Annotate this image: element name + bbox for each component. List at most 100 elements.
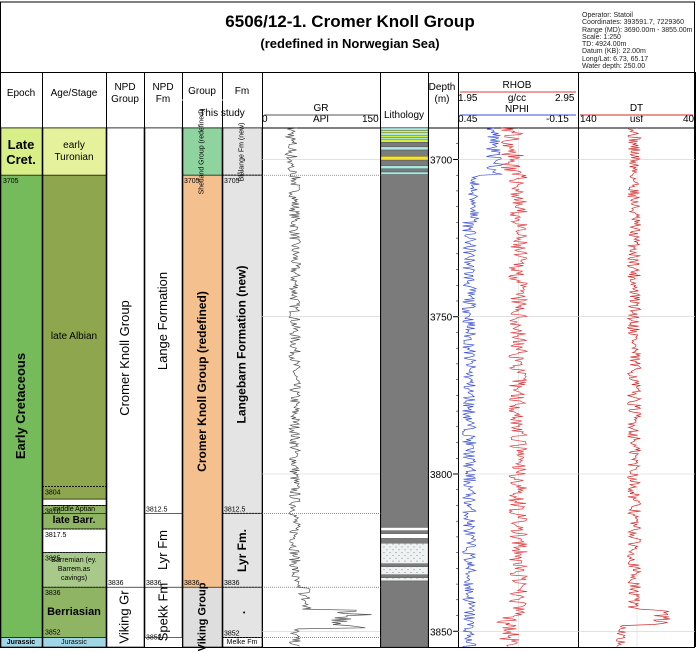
study-fm-label-text: Melke Fm (226, 638, 258, 646)
lithology-dot (416, 566, 418, 568)
lithology-dot (404, 543, 406, 545)
lithology-dot (392, 571, 394, 573)
gr-log-name: GR (313, 103, 329, 114)
gr-curve (284, 127, 372, 647)
lithology-dot (404, 566, 406, 568)
rhob-log-name: RHOB (502, 80, 532, 91)
lithology-dot (392, 560, 394, 562)
study-fm-label-text: . (234, 610, 249, 615)
age-label-text: Barremian (ey. Barrem.as cavings) (51, 557, 97, 583)
age-label-text: late Barr. (52, 515, 96, 527)
lithology-dot (392, 566, 394, 568)
lithology-dot (398, 566, 400, 568)
study-group-label: Cromer Knoll Group (redefined) (182, 175, 222, 587)
lithology-dot (416, 543, 418, 545)
nphi-log-name: NPHI (505, 104, 529, 115)
study-fm-depth-label: 3705 (224, 178, 240, 185)
age-depth-label: 3810 (45, 508, 61, 515)
header-age: Age/Stage (50, 88, 98, 99)
lithology-dot (410, 543, 412, 545)
epoch-label-text: Jurassic (6, 638, 36, 646)
header-this-study: This study (199, 108, 245, 119)
depth-tick-label: 3800 (430, 470, 453, 481)
rhob-log-unit: g/cc (507, 93, 527, 104)
panel-subtitle: (redefined in Norwegian Sea) (260, 36, 440, 51)
lithology-dot (407, 546, 409, 548)
npd-fm-label-text: Lange Formation (155, 271, 170, 370)
age-interval (42, 127, 107, 176)
lithology-dot (401, 557, 403, 559)
meta-line: Water depth: 250.00 (582, 63, 646, 71)
meta-line: Range (MD): 3690.00m - 3855.00m (582, 26, 693, 34)
npd-fm-label-text: Spekk Fm (155, 583, 171, 642)
age-label-text: late Albian (50, 331, 98, 343)
age-depth-label: 3852 (45, 630, 61, 637)
lithology-dot (410, 571, 412, 573)
header-depth: Depth (m) (428, 82, 456, 105)
study-fm-label-text: Blålange Fm (new) (238, 122, 245, 181)
meta-line: Coordinates: 393591.7, 7229360 (582, 19, 684, 27)
dt-curve (616, 127, 671, 647)
lithology-dot (407, 552, 409, 554)
lithology-dot (422, 560, 424, 562)
lithology-dot (386, 577, 388, 579)
lithology-dot (386, 543, 388, 545)
lithology-dot (404, 571, 406, 573)
lithology-dot (398, 543, 400, 545)
lithology-dot (407, 557, 409, 559)
lithology-dot (383, 552, 385, 554)
lithology-dot (398, 577, 400, 579)
lithology-dot (386, 554, 388, 556)
age-label: Jurassic (44, 638, 104, 647)
nphi-scale-min: 0.45 (458, 114, 478, 125)
lithology-dot (416, 577, 418, 579)
lithology-dot (389, 569, 391, 571)
well-metadata: Operator: Statoil Coordinates: 393591.7,… (582, 12, 693, 70)
npd-fm-label: Lyr Fm (144, 513, 182, 587)
npd-fm-label-text: Lyr Fm (155, 530, 170, 571)
dt-scale-min: 140 (580, 114, 597, 125)
lithology-dot (389, 552, 391, 554)
lithology-dot (392, 554, 394, 556)
study-group-depth-label: 3836 (184, 580, 200, 587)
study-fm-label: Melke Fm (222, 638, 262, 647)
age-label-text: Jurassic (61, 638, 87, 646)
npd-group-label: Cromer Knoll Group (106, 128, 144, 587)
npd-fm-interval (144, 586, 183, 638)
dt-scale-max: 40 (683, 114, 695, 125)
age-label: late Albian (44, 175, 104, 499)
meta-line: Operator: Statoil (582, 12, 633, 19)
npd-group-interval (106, 586, 145, 648)
lithology-dot (413, 552, 415, 554)
lithology-dot (395, 552, 397, 554)
lithology-dot (422, 571, 424, 573)
lithology-dot (395, 569, 397, 571)
study-group-label-text: Viking Group (196, 582, 209, 652)
lithology-dot (419, 552, 421, 554)
study-fm-label-text: Lyr Fm. (234, 528, 249, 572)
study-group-interval (182, 174, 223, 588)
age-depth-label: 3817.5 (45, 532, 67, 539)
lithology-dot (398, 571, 400, 573)
rhob-scale-min: 1.95 (458, 93, 478, 104)
npd-fm-depth-label: 3852 (146, 635, 162, 642)
depth-tick-label: 3700 (430, 155, 453, 166)
epoch-interval (0, 127, 43, 176)
lithology-dot (401, 546, 403, 548)
lithology-dot (389, 557, 391, 559)
npd-group-label-text: Viking Gr (117, 590, 133, 644)
lithology-dot (422, 577, 424, 579)
study-fm-interval (222, 637, 263, 648)
lithology-dot (398, 549, 400, 551)
npd-group-label-text: Cromer Knoll Group (117, 299, 133, 416)
epoch-interval (0, 174, 43, 638)
lithology-dot (392, 577, 394, 579)
lithology-dot (386, 566, 388, 568)
age-interval (42, 586, 107, 638)
lithology-dot (404, 577, 406, 579)
study-fm-depth-label: 3836 (224, 580, 240, 587)
depth-tick-label: 3850 (430, 627, 453, 638)
lithology-dot (410, 560, 412, 562)
lithology-dot (413, 546, 415, 548)
